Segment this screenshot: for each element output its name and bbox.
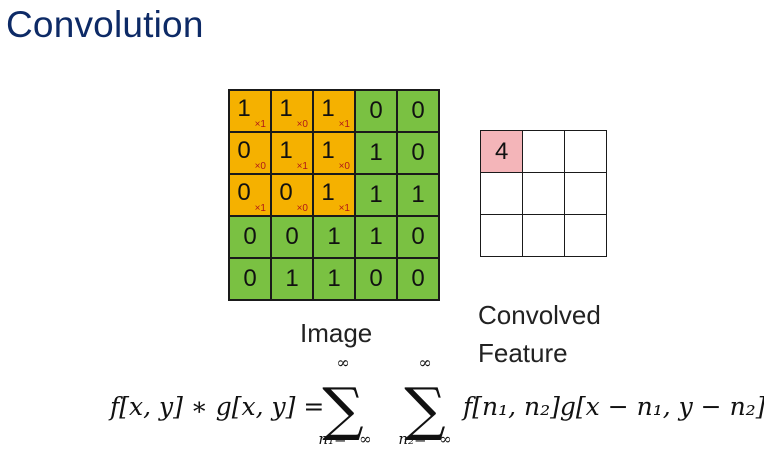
image-cell-value: 0 bbox=[369, 97, 383, 124]
image-cell: 0 bbox=[355, 90, 397, 132]
image-cell-value: 1 bbox=[327, 265, 341, 292]
image-cell: 0 bbox=[397, 90, 439, 132]
image-cell: 1 bbox=[355, 132, 397, 174]
feature-cell-empty bbox=[522, 214, 565, 257]
image-cell: 0 bbox=[397, 216, 439, 258]
image-cell: 1 bbox=[271, 258, 313, 300]
image-cell-value: 0 bbox=[411, 223, 425, 250]
convolved-feature-grid: 4 bbox=[480, 130, 607, 257]
image-cell-value: 0 bbox=[411, 265, 425, 292]
kernel-weight: ×0 bbox=[296, 119, 308, 130]
image-cell: 0×0 bbox=[229, 132, 271, 174]
kernel-weight: ×1 bbox=[296, 161, 308, 172]
formula-sum2-sigma: ∑ bbox=[404, 375, 445, 443]
image-cell-value: 0 bbox=[285, 223, 299, 250]
formula-lhs: f[x, y] ∗ g[x, y] = bbox=[108, 392, 324, 421]
image-cell-value: 0 bbox=[237, 179, 251, 206]
image-label: Image bbox=[300, 318, 373, 348]
image-cell-value: 1 bbox=[237, 95, 251, 122]
formula-sum1-lower: n₁=−∞ bbox=[318, 430, 371, 448]
image-cell-value: 1 bbox=[411, 181, 425, 208]
image-cell-value: 0 bbox=[237, 137, 251, 164]
image-cell: 0 bbox=[229, 258, 271, 300]
image-cell: 1 bbox=[313, 216, 355, 258]
formula-sum1-sigma: ∑ bbox=[322, 375, 363, 443]
kernel-weight: ×1 bbox=[338, 203, 350, 214]
image-cell: 0 bbox=[271, 216, 313, 258]
image-cell-value: 0 bbox=[279, 179, 293, 206]
image-cell-value: 1 bbox=[321, 95, 335, 122]
formula-sum1-upper: ∞ bbox=[336, 355, 349, 372]
image-cell: 0×1 bbox=[229, 174, 271, 216]
image-cell-value: 1 bbox=[327, 223, 341, 250]
feature-cell-empty bbox=[522, 172, 565, 215]
image-cell-value: 1 bbox=[369, 181, 383, 208]
image-cell-value: 1 bbox=[279, 95, 293, 122]
feature-cell-filled: 4 bbox=[480, 130, 523, 173]
image-cell: 1×1 bbox=[313, 174, 355, 216]
kernel-weight: ×1 bbox=[254, 203, 266, 214]
kernel-weight: ×0 bbox=[254, 161, 266, 172]
image-cell: 0 bbox=[397, 132, 439, 174]
formula-rhs: f[n₁, n₂]g[x − n₁, y − n₂] bbox=[461, 392, 764, 421]
feature-cell-empty bbox=[480, 214, 523, 257]
image-cell: 0×0 bbox=[271, 174, 313, 216]
formula-sum2-upper: ∞ bbox=[418, 355, 431, 372]
image-cell-value: 0 bbox=[411, 139, 425, 166]
convolved-feature-label: Convolved Feature bbox=[478, 296, 601, 372]
convolution-formula: f[x, y] ∗ g[x, y] = ∞ ∑ n₁=−∞ ∞ ∑ n₂=−∞ … bbox=[108, 355, 764, 448]
slide-title: Convolution bbox=[6, 4, 204, 45]
feature-cell-empty bbox=[564, 172, 607, 215]
image-cell-value: 0 bbox=[243, 223, 257, 250]
image-cell-value: 0 bbox=[369, 265, 383, 292]
feature-cell-empty bbox=[522, 130, 565, 173]
image-cell: 1 bbox=[313, 258, 355, 300]
convolved-feature-label-line2: Feature bbox=[478, 338, 568, 368]
image-cell-value: 1 bbox=[321, 137, 335, 164]
image-cell-value: 1 bbox=[285, 265, 299, 292]
image-cell: 0 bbox=[397, 258, 439, 300]
image-cell-value: 0 bbox=[411, 97, 425, 124]
image-cell: 1×1 bbox=[271, 132, 313, 174]
feature-cell-empty bbox=[564, 214, 607, 257]
kernel-weight: ×1 bbox=[254, 119, 266, 130]
convolved-feature-label-line1: Convolved bbox=[478, 300, 601, 330]
image-cell: 0 bbox=[355, 258, 397, 300]
image-cell: 1 bbox=[355, 174, 397, 216]
feature-cell-empty bbox=[480, 172, 523, 215]
formula-sum2-lower: n₂=−∞ bbox=[398, 430, 451, 448]
kernel-weight: ×0 bbox=[296, 203, 308, 214]
image-cell-value: 0 bbox=[243, 265, 257, 292]
image-cell-value: 1 bbox=[279, 137, 293, 164]
feature-cell-empty bbox=[564, 130, 607, 173]
image-cell: 1×0 bbox=[313, 132, 355, 174]
image-cell-value: 1 bbox=[369, 139, 383, 166]
image-cell: 0 bbox=[229, 216, 271, 258]
image-cell: 1×0 bbox=[271, 90, 313, 132]
kernel-weight: ×1 bbox=[338, 119, 350, 130]
image-cell: 1 bbox=[355, 216, 397, 258]
image-cell-value: 1 bbox=[369, 223, 383, 250]
image-cell: 1×1 bbox=[313, 90, 355, 132]
kernel-weight: ×0 bbox=[338, 161, 350, 172]
image-cell-value: 1 bbox=[321, 179, 335, 206]
image-cell: 1×1 bbox=[229, 90, 271, 132]
image-cell: 1 bbox=[397, 174, 439, 216]
